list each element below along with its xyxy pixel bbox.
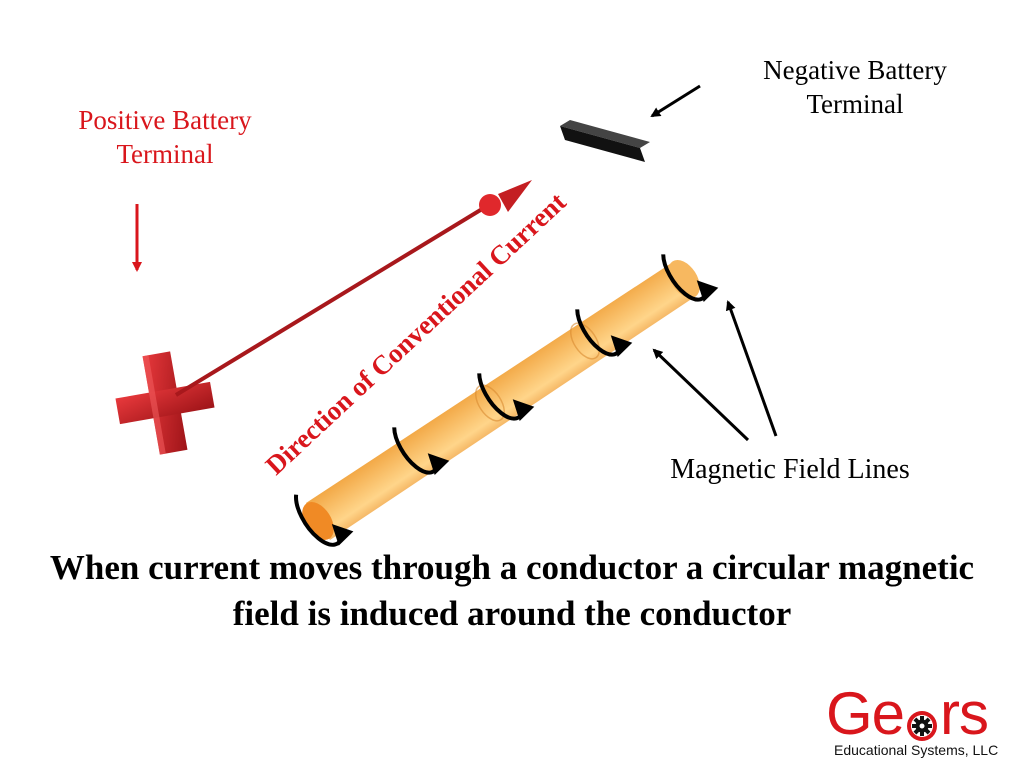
negative-terminal-label: Negative Battery Terminal (763, 55, 947, 119)
logo-wordmark: Ge rs (826, 680, 989, 747)
field-loop (477, 373, 535, 421)
field-lines-pointer-arrow (652, 348, 750, 442)
field-loop (575, 309, 633, 357)
positive-terminal-symbol (115, 351, 215, 455)
negative-terminal-symbol (560, 120, 650, 162)
negative-terminal-pointer-arrow (650, 84, 701, 118)
caption: When current moves through a conductor a… (49, 548, 975, 633)
logo-subtitle: Educational Systems, LLC (834, 742, 999, 758)
gear-icon (904, 694, 940, 742)
magnetic-field-lines-label: Magnetic Field Lines (670, 454, 910, 485)
positive-terminal-label: Positive Battery Terminal (78, 105, 252, 169)
gears-logo: Ge rs Educational Systems, LLC (826, 684, 1016, 764)
field-loop (661, 254, 719, 302)
field-lines-pointer-arrow (725, 300, 778, 437)
current-direction-arrow (174, 180, 532, 397)
field-loop (294, 494, 354, 547)
field-loop (392, 427, 450, 475)
